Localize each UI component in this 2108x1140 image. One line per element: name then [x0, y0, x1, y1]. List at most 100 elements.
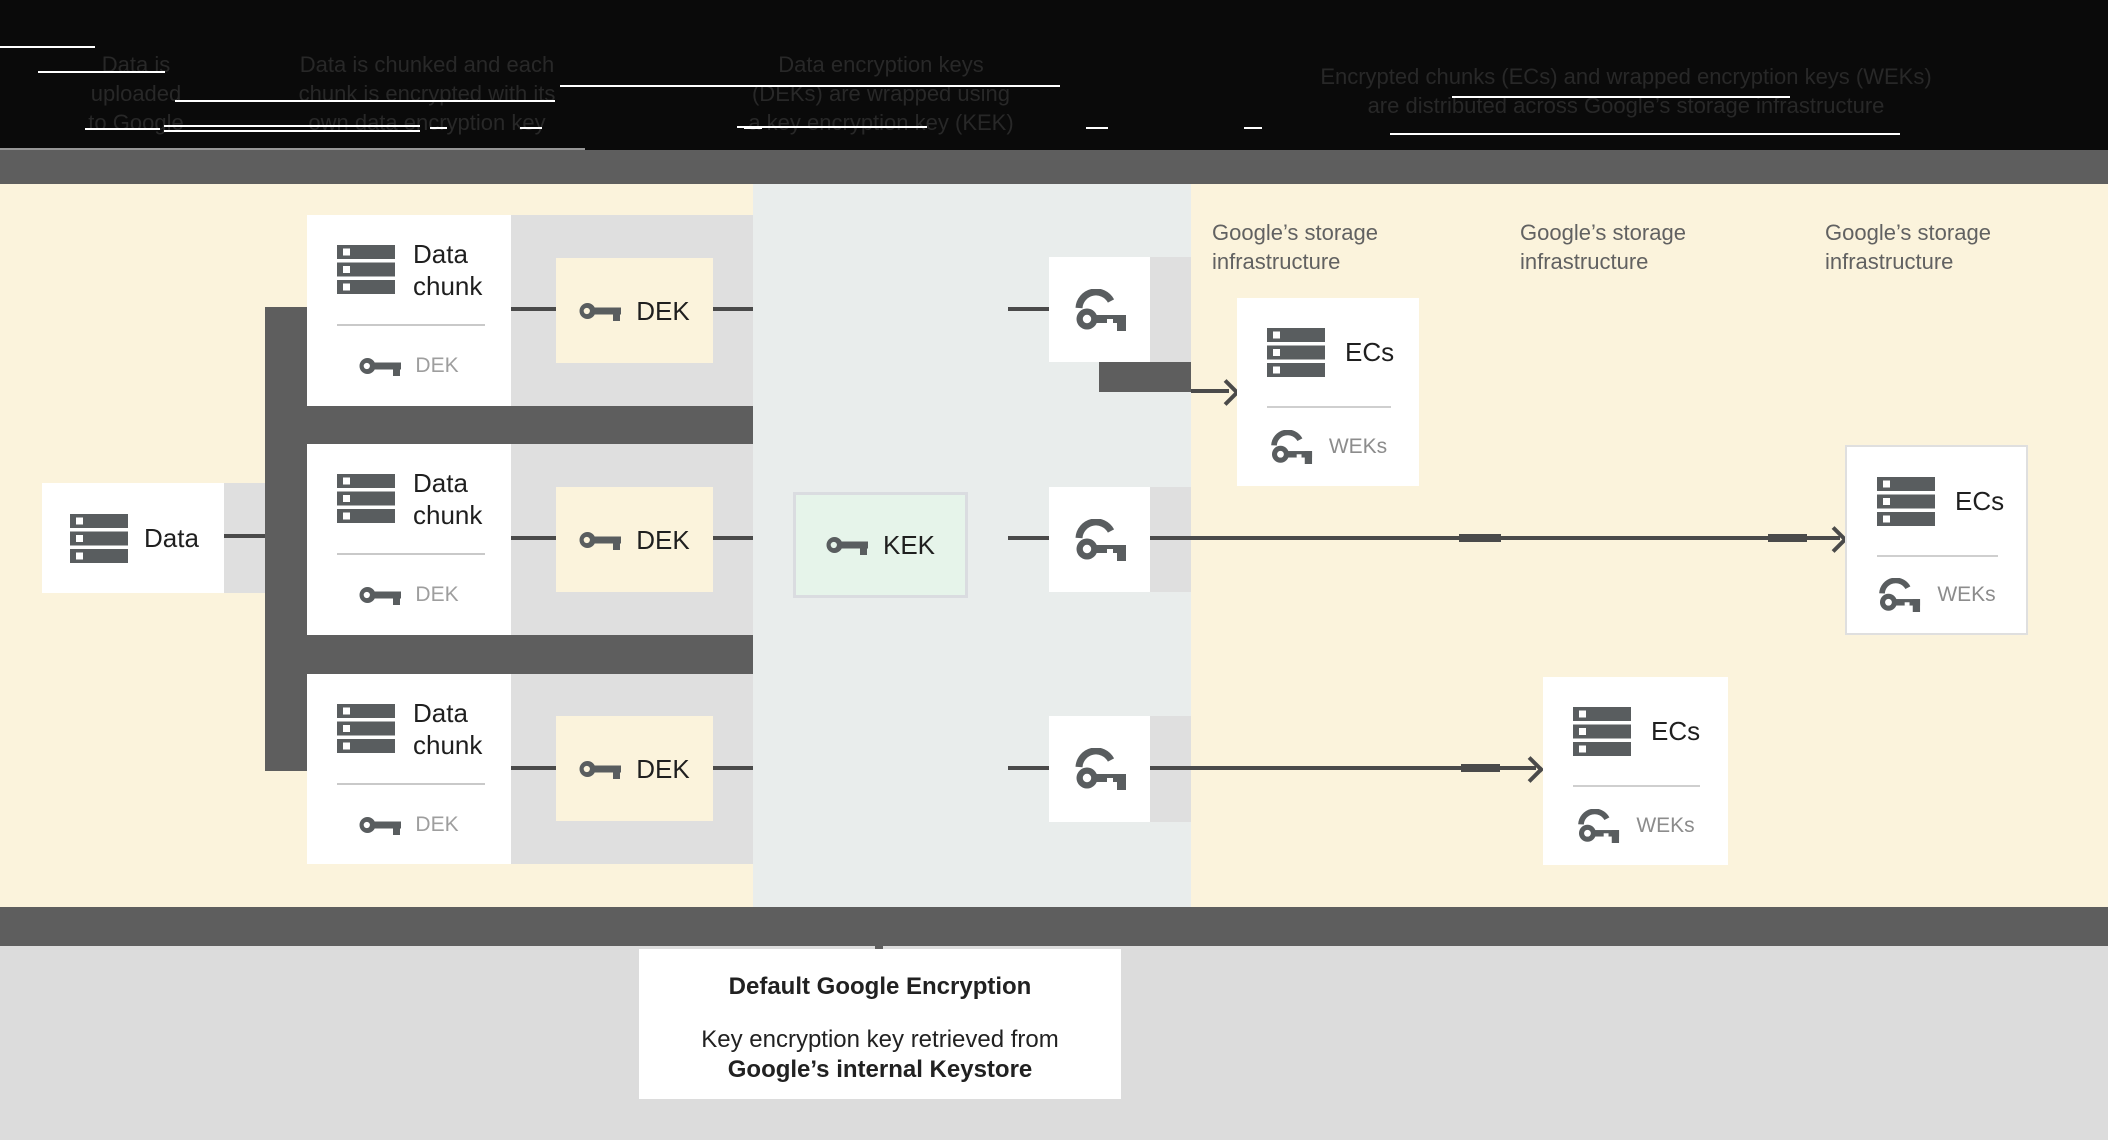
caption-line: Key encryption key retrieved from — [701, 1026, 1059, 1053]
server-icon — [337, 245, 395, 294]
wrapped-key-icon — [1075, 518, 1126, 561]
divider — [337, 553, 485, 555]
server-icon — [337, 474, 395, 523]
storage-label-line: infrastructure — [1825, 249, 1954, 274]
weks-label: WEKs — [1636, 814, 1695, 837]
decorative-line — [85, 128, 160, 130]
key-icon — [359, 816, 402, 835]
decorative-line — [744, 127, 762, 129]
key-icon — [579, 531, 622, 550]
decorative-line — [1086, 127, 1108, 129]
decorative-line — [737, 126, 927, 128]
arrow-line — [1150, 766, 1536, 770]
storage-label-line: Google’s storage — [1825, 220, 1991, 245]
kek-box: KEK — [793, 492, 968, 598]
dek-box-label: DEK — [636, 295, 690, 326]
separator-bar-top — [0, 150, 2108, 184]
header-caption-line: Data encryption keys — [778, 52, 984, 77]
storage-label: Google’s storage infrastructure — [1212, 218, 1378, 276]
dek-box: DEK — [556, 258, 713, 363]
data-chunk-dek-row: DEK — [307, 785, 511, 864]
dek-small-label: DEK — [415, 354, 459, 377]
ecs-box-label: ECs — [1651, 716, 1701, 746]
ecs-weks-row: WEKs — [1847, 557, 2026, 633]
wrapped-key-icon — [1879, 578, 1921, 612]
dek-box-label: DEK — [636, 753, 690, 784]
trunk-bar — [265, 307, 307, 771]
wrapped-key-icon — [1270, 430, 1312, 464]
key-icon — [826, 537, 868, 555]
weks-label: WEKs — [1328, 435, 1388, 458]
dek-small-label: DEK — [415, 583, 459, 606]
ecs-box-label: ECs — [1345, 337, 1395, 367]
ecs-box-label: ECs — [1955, 486, 2005, 516]
key-icon — [579, 302, 622, 321]
branch-bar — [1099, 362, 1191, 392]
connector-line — [1008, 536, 1049, 540]
decorative-line — [1390, 133, 1900, 135]
row-band — [1150, 257, 1191, 362]
arrow-line-segment — [1461, 764, 1500, 772]
ecs-box: ECs WEKs — [1237, 298, 1419, 486]
connector-line — [1008, 307, 1049, 311]
ecs-box: ECs WEKs — [1543, 677, 1728, 865]
arrow-line-segment — [1459, 534, 1501, 542]
header-caption-line: to Google — [88, 110, 184, 135]
header-caption-line: own data encryption key — [308, 110, 546, 135]
header-caption-line: Encrypted chunks (ECs) and wrapped encry… — [1320, 64, 1932, 89]
divider — [1267, 406, 1391, 408]
connector-line — [511, 307, 556, 311]
divider — [337, 783, 485, 785]
header-caption-line: Data is chunked and each — [299, 52, 555, 77]
ecs-box: ECs WEKs — [1845, 445, 2028, 635]
decorative-line — [560, 85, 1060, 87]
ecs-weks-row: WEKs — [1237, 408, 1419, 486]
arrow-line-segment — [1768, 534, 1807, 542]
branch-bar — [265, 406, 753, 444]
header-band: Data is uploaded to Google Data is chunk… — [0, 0, 2108, 150]
dek-box: DEK — [556, 487, 713, 592]
data-chunk-label: chunk — [413, 729, 483, 760]
connector-line — [713, 307, 753, 311]
ecs-weks-row: WEKs — [1543, 787, 1728, 865]
wrapped-key-icon — [1075, 748, 1126, 790]
header-caption-line: Data is — [101, 52, 171, 77]
dek-box-label: DEK — [636, 524, 690, 555]
data-chunk-label: chunk — [413, 499, 483, 530]
wrapped-key-box — [1049, 257, 1150, 362]
data-chunk-label: Data — [413, 238, 468, 269]
key-icon — [359, 587, 402, 605]
decorative-line — [164, 130, 420, 132]
data-chunk-label: Data — [413, 467, 468, 498]
header-caption-line: uploaded — [90, 81, 182, 106]
divider — [1573, 785, 1700, 787]
dek-small-label: DEK — [415, 812, 459, 836]
decorative-line — [1244, 127, 1262, 129]
data-box: Data — [42, 483, 224, 593]
caption-connector-stub — [875, 941, 883, 950]
weks-label: WEKs — [1937, 583, 1996, 606]
header-caption-chunking: Data is chunked and each chunk is encryp… — [299, 50, 556, 137]
header-caption-distribution: Encrypted chunks (ECs) and wrapped encry… — [1320, 62, 1931, 120]
storage-label-line: infrastructure — [1520, 249, 1649, 274]
key-icon — [359, 358, 402, 376]
dek-box: DEK — [556, 716, 713, 821]
decorative-line — [430, 127, 447, 129]
server-icon — [1267, 327, 1325, 377]
connector-pad — [224, 483, 265, 593]
decorative-line — [520, 127, 542, 129]
kek-box-label: KEK — [882, 530, 936, 560]
data-chunk-label: Data — [413, 697, 468, 728]
branch-bar — [265, 635, 753, 674]
caption-line: Google’s internal Keystore — [727, 1056, 1033, 1083]
server-icon — [1877, 476, 1935, 526]
connector-line — [224, 534, 265, 538]
divider — [1877, 555, 1998, 557]
caption-box: Default Google Encryption Key encryption… — [639, 949, 1121, 1099]
caption-title: Default Google Encryption — [728, 973, 1032, 1000]
